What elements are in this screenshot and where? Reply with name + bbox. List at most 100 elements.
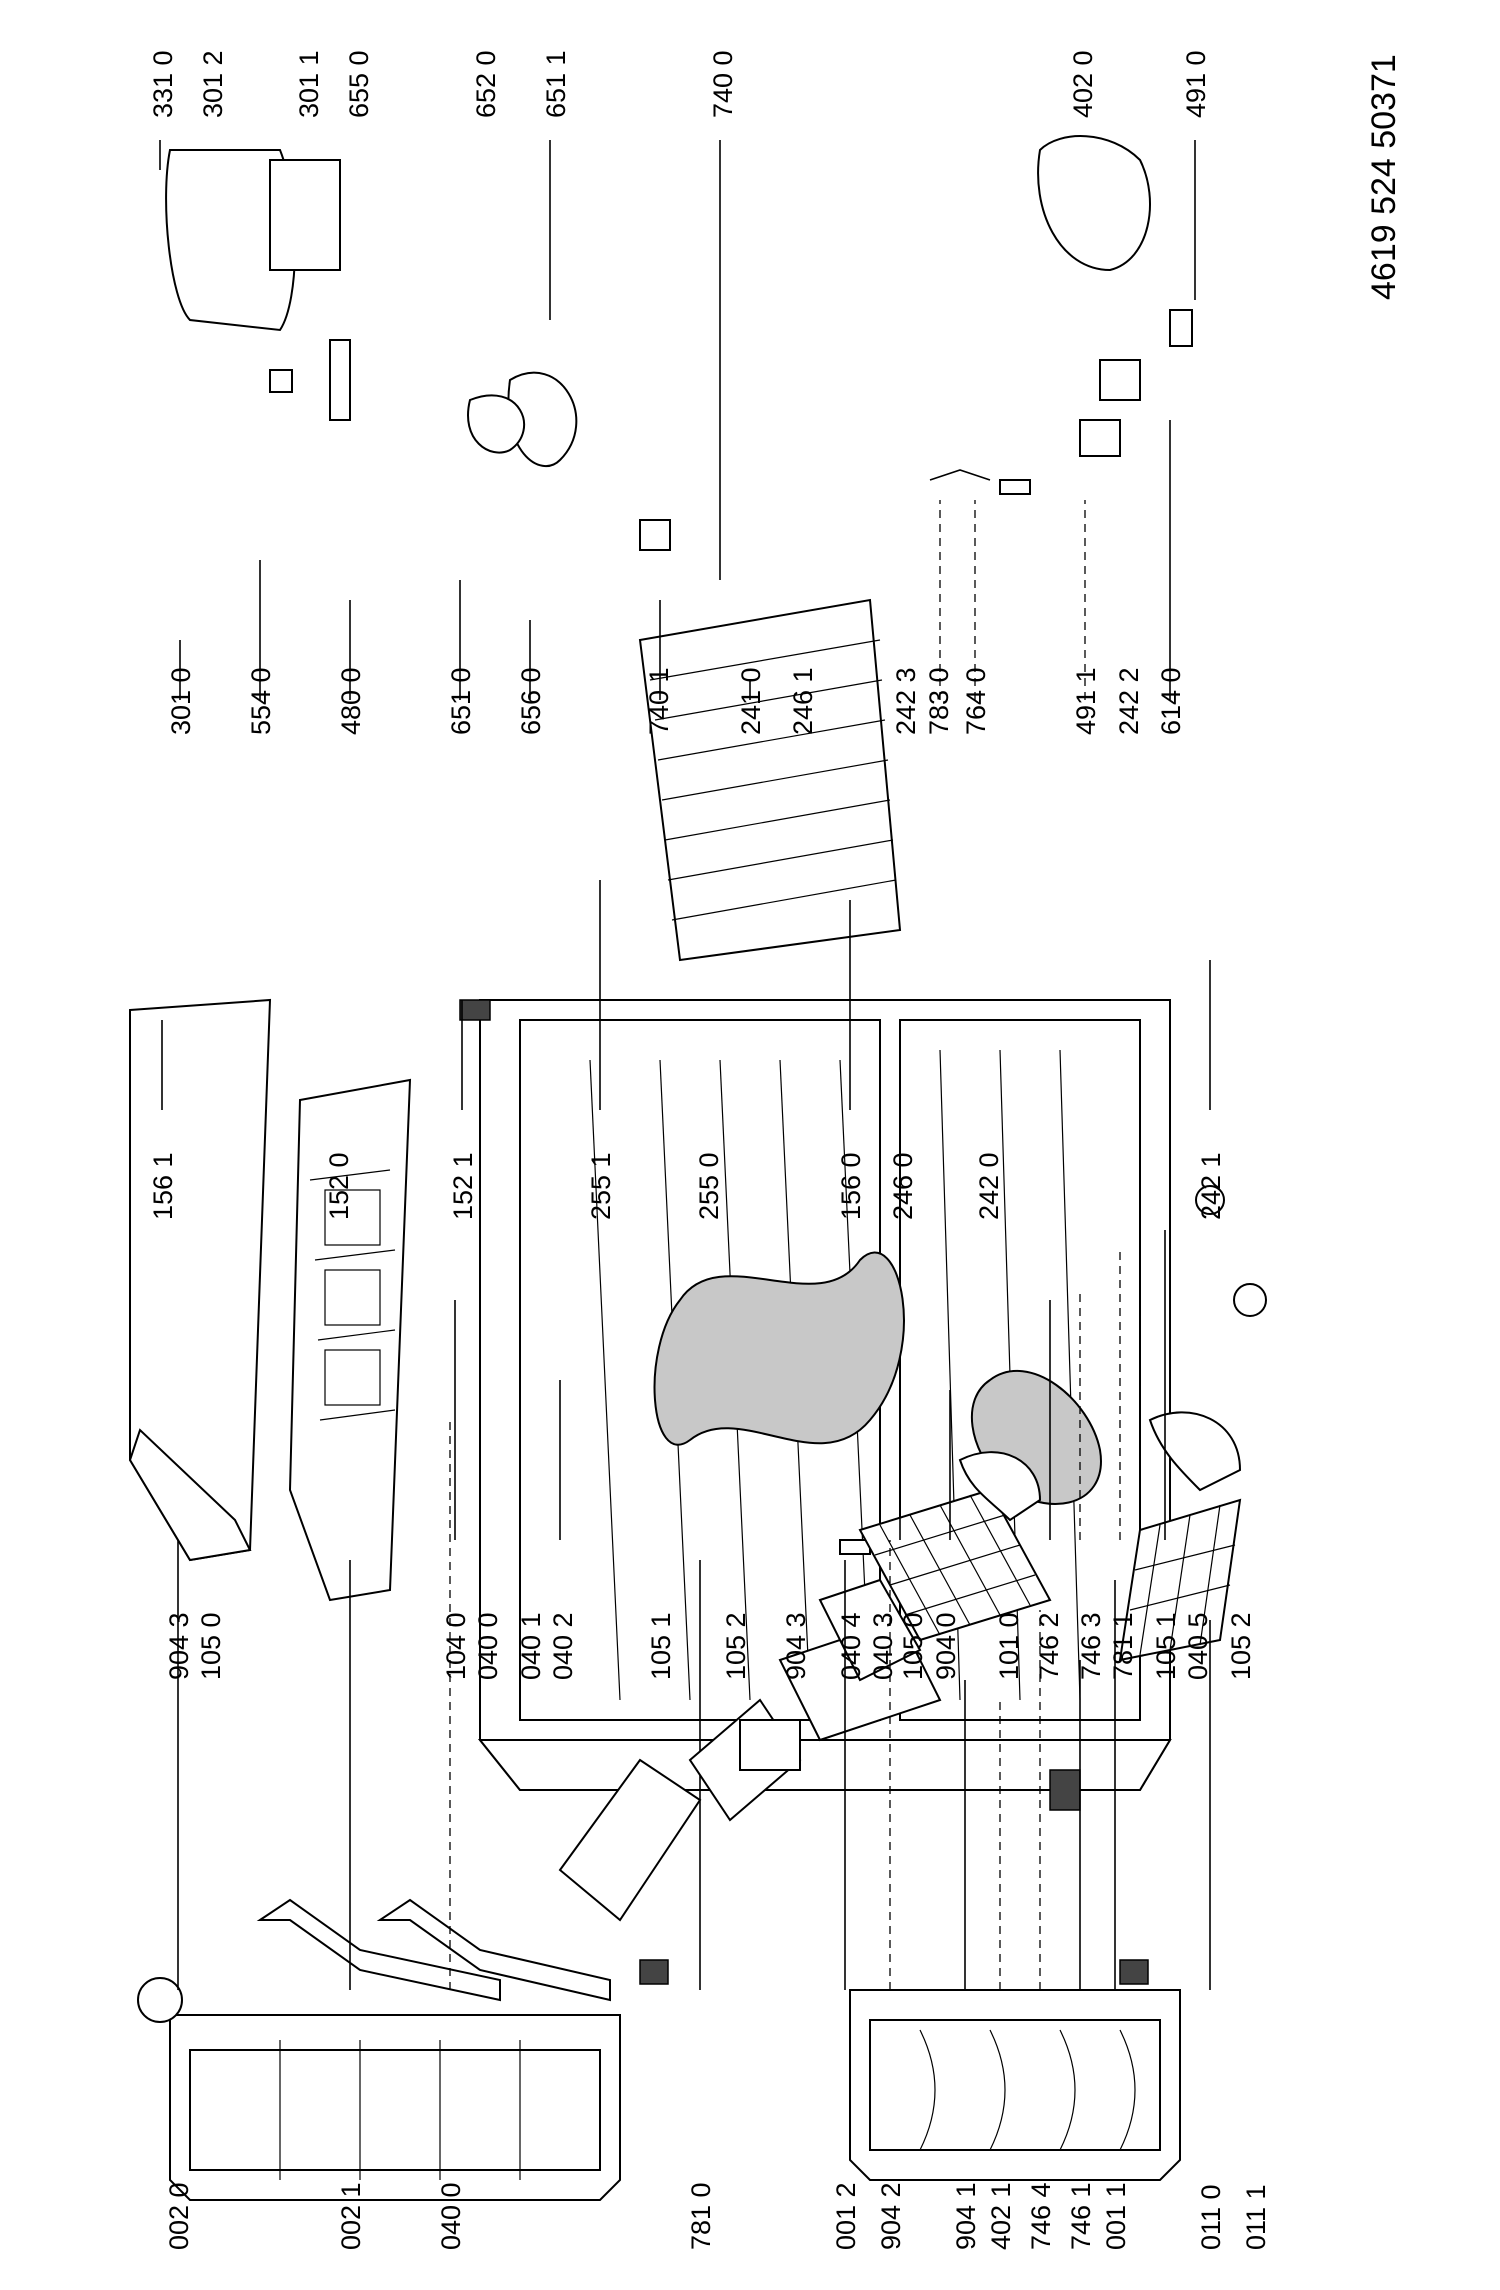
condenser-coils (649, 639, 897, 921)
label-col1-1: 002 1 (336, 2182, 366, 2250)
label-col5-6: 740 0 (708, 50, 738, 118)
top-frame-grid (309, 1169, 396, 1421)
label-col2-15: 746 3 (1076, 1612, 1106, 1680)
label-col4-3: 651 0 (446, 667, 476, 735)
compressor-402-0 (1037, 135, 1151, 272)
hinge-040-0 (459, 999, 491, 1021)
drier-764-0 (999, 479, 1031, 495)
label-col5-4: 652 0 (471, 50, 501, 118)
label-col1-0: 002 0 (164, 2182, 194, 2250)
drawer-basket-242-0 (858, 1488, 1052, 1642)
label-col2-9: 040 4 (836, 1612, 866, 1680)
label-col4-12: 242 2 (1114, 667, 1144, 735)
doors-group (169, 1959, 1181, 2201)
label-col2-0: 904 3 (164, 1612, 194, 1680)
label-col2-13: 101 0 (994, 1612, 1024, 1680)
label-col2-5: 040 2 (548, 1612, 578, 1680)
label-col2-7: 105 2 (721, 1612, 751, 1680)
label-col5-7: 402 0 (1068, 50, 1098, 118)
label-col3-7: 242 0 (974, 1152, 1004, 1220)
cooling-group (165, 135, 1193, 962)
lamp-656-0 (467, 394, 526, 454)
label-col2-6: 105 1 (646, 1612, 676, 1680)
control-cover-301-1 (269, 159, 341, 271)
label-col1-11: 011 0 (1196, 2184, 1226, 2250)
label-col4-4: 656 0 (516, 667, 546, 735)
shelf-152-1 (376, 1898, 611, 2002)
condenser-740-0 (638, 598, 902, 962)
label-col5-1: 301 2 (198, 50, 228, 118)
label-col2-1: 105 0 (196, 1612, 226, 1680)
bracket-740-1 (639, 519, 671, 551)
label-col4-8: 242 3 (891, 667, 921, 735)
label-col2-12: 904 0 (931, 1612, 961, 1680)
label-col4-5: 740 1 (644, 667, 674, 735)
label-col3-8: 242 1 (1196, 1152, 1226, 1220)
foot-011-1 (1233, 1283, 1267, 1317)
labels-col1: 002 0 002 1 040 0 781 0 001 2 904 2 904 … (164, 2182, 1271, 2250)
hinge-bottom (1049, 1769, 1081, 1811)
labels-col3: 156 1 152 0 152 1 255 1 255 0 156 0 246 … (148, 1152, 1226, 1220)
label-col2-8: 904 3 (781, 1612, 811, 1680)
label-col5-0: 331 0 (148, 50, 178, 118)
label-col1-6: 904 1 (951, 2182, 981, 2250)
shelf-152-0 (256, 1898, 501, 2002)
label-col4-6: 241 0 (736, 667, 766, 735)
wire-harness-480-0 (329, 339, 351, 421)
cabinet-group (128, 998, 1267, 1900)
label-col5-8: 491 0 (1181, 50, 1211, 118)
label-col2-16: 781 1 (1108, 1612, 1138, 1680)
label-col4-9: 783 0 (924, 667, 954, 735)
label-col1-5: 904 2 (876, 2182, 906, 2250)
door-hinge-105-2 (1119, 1959, 1149, 1985)
label-col4-11: 491 1 (1071, 667, 1101, 735)
label-col1-9: 746 1 (1066, 2182, 1096, 2250)
freezer-door-inner (189, 2049, 601, 2171)
clip-491-0 (1169, 309, 1193, 347)
egg-tray-156-1 (137, 1977, 183, 2023)
label-col1-12: 011 1 (1241, 2184, 1271, 2250)
label-col2-10: 040 3 (868, 1612, 898, 1680)
label-col2-4: 040 1 (516, 1612, 546, 1680)
connector-554-0 (269, 369, 293, 393)
labels-col4: 301 0 554 0 480 0 651 0 656 0 740 1 241 … (166, 667, 1186, 735)
label-col3-4: 255 0 (694, 1152, 724, 1220)
label-col3-6: 246 0 (888, 1152, 918, 1220)
capillary-783-0 (929, 469, 991, 481)
labels-col5: 331 0 301 2 301 1 655 0 652 0 651 1 740 … (148, 50, 1211, 118)
shelves-group (137, 1411, 1242, 2023)
fridge-door-shelves (919, 2029, 1136, 2151)
label-col1-8: 746 4 (1026, 2182, 1056, 2250)
label-col4-0: 301 0 (166, 667, 196, 735)
cover-491-1 (1079, 419, 1121, 457)
leader-lines (159, 140, 1211, 1990)
fridge-door-inner (869, 2019, 1161, 2151)
label-col2-18: 040 5 (1183, 1612, 1213, 1680)
foot-011-0 (1195, 1185, 1225, 1215)
label-col2-11: 105 0 (898, 1612, 928, 1680)
label-col2-3: 040 0 (473, 1612, 503, 1680)
label-col1-4: 001 2 (831, 2182, 861, 2250)
label-col1-10: 001 1 (1101, 2182, 1131, 2250)
label-col5-2: 301 1 (294, 50, 324, 118)
label-col3-2: 152 1 (448, 1152, 478, 1220)
label-col3-3: 255 1 (586, 1152, 616, 1220)
freezer-door-shelves (279, 2040, 521, 2180)
cabinet-shelves (589, 1049, 1081, 1701)
label-col4-10: 764 0 (961, 667, 991, 735)
label-col4-7: 246 1 (788, 667, 818, 735)
label-col5-5: 651 1 (541, 50, 571, 118)
label-col4-1: 554 0 (246, 667, 276, 735)
ice-tray-255-0 (688, 1698, 802, 1822)
label-col2-2: 104 0 (441, 1612, 471, 1680)
document-code: 4619 524 50371 (1365, 54, 1403, 300)
label-col1-7: 402 1 (986, 2182, 1016, 2250)
label-col3-0: 156 1 (148, 1152, 178, 1220)
label-col5-3: 655 0 (344, 50, 374, 118)
label-col3-5: 156 0 (836, 1152, 866, 1220)
labels-col2: 904 3 105 0 104 0 040 0 040 1 040 2 105 … (164, 1612, 1256, 1680)
label-col1-3: 781 0 (686, 2182, 716, 2250)
glass-shelf-255-1 (558, 1758, 702, 1922)
label-col2-17: 105 1 (1151, 1612, 1181, 1680)
